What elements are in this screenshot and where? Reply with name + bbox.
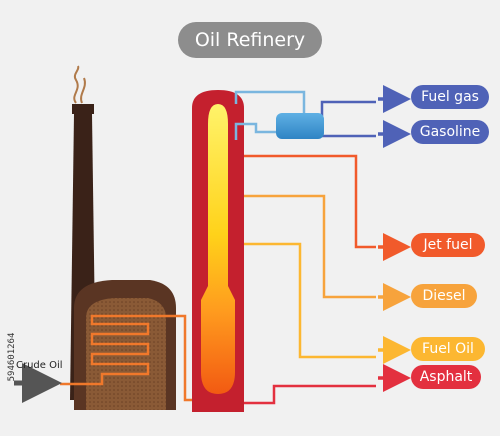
product-arrows bbox=[378, 85, 411, 392]
gas-separator-tank bbox=[276, 113, 324, 139]
product-label-jet-fuel: Jet fuel bbox=[411, 233, 485, 257]
product-label-diesel: Diesel bbox=[411, 284, 477, 308]
product-lines bbox=[244, 154, 376, 405]
title-pill: Oil Refinery bbox=[178, 22, 322, 58]
distillation-column bbox=[192, 90, 244, 412]
furnace bbox=[60, 280, 196, 410]
product-label-fuel-oil: Fuel Oil bbox=[411, 337, 485, 361]
product-label-fuel-gas: Fuel gas bbox=[411, 85, 489, 109]
product-label-asphalt: Asphalt bbox=[411, 365, 481, 389]
smoke bbox=[73, 65, 86, 104]
crude-oil-label: Crude Oil bbox=[16, 360, 63, 371]
side-stamp: 594601264 bbox=[7, 332, 17, 382]
product-label-gasoline: Gasoline bbox=[411, 120, 489, 144]
